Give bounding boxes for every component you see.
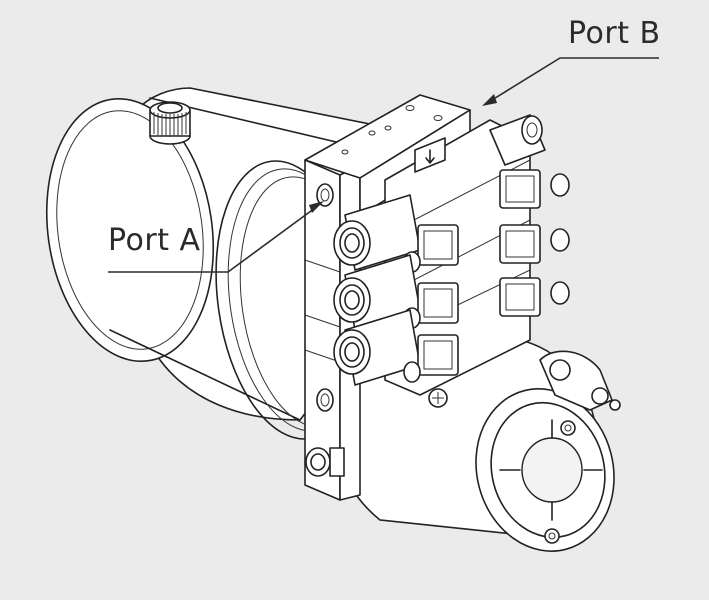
port-b-label: Port B (568, 16, 661, 51)
solenoid-coil-middle (499, 224, 570, 264)
solenoid-valve-3 (333, 309, 459, 386)
solenoid-valve-2 (333, 254, 459, 331)
filler-cap-icon (149, 101, 191, 145)
port-a-leader (108, 201, 324, 273)
port-a-label: Port A (108, 223, 201, 258)
electric-motor (329, 339, 621, 552)
pressure-fitting-icon (305, 447, 345, 477)
port-b-leader (482, 57, 659, 106)
solenoid-coil-top (489, 114, 570, 209)
solenoid-coil-bottom (499, 277, 570, 317)
solenoid-valve-1 (333, 194, 459, 273)
